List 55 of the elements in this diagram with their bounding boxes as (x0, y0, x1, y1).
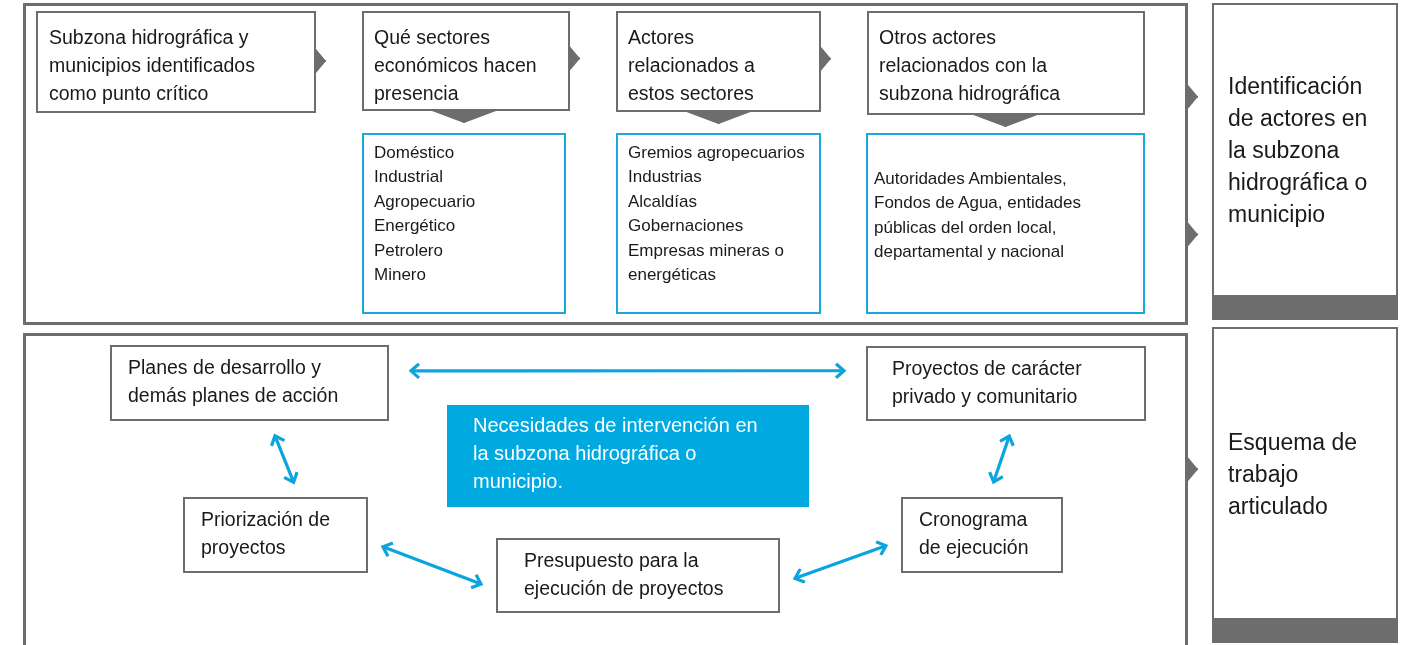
double-arrow (269, 434, 299, 484)
chevron-arrow (432, 110, 496, 124)
chevron-arrow (1187, 222, 1199, 247)
box-text: Identificación de actores en la subzona hidrográfica o municipio (1228, 72, 1369, 229)
double-arrow (988, 434, 1015, 484)
process-box (183, 497, 368, 573)
box-text: Autoridades Ambientales, Fondos de Agua, entidades públicas del orden local, departamental y nacional (874, 168, 1082, 264)
process-box (496, 538, 780, 613)
box-text: Necesidades de intervención en la subzona hidrográfica o municipio. (473, 413, 759, 494)
box-text: Cronograma de ejecución (919, 507, 1030, 560)
box-text: Proyectos de carácter privado y comunitario (892, 356, 1083, 409)
box-text: Esquema de trabajo articulado (1228, 427, 1359, 521)
list-box (866, 133, 1145, 314)
box-text: Qué sectores económicos hacen presencia (374, 25, 538, 106)
chevron-arrow (1187, 84, 1199, 109)
process-box (866, 346, 1146, 421)
chevron-arrow (1187, 457, 1199, 482)
panel-frame (23, 3, 1188, 325)
box-text: Actores relacionados a estos sectores (628, 25, 756, 106)
list-item: Minero (374, 264, 427, 287)
double-arrow (793, 540, 888, 584)
process-box (901, 497, 1063, 573)
double-arrow (409, 362, 846, 380)
process-box (867, 11, 1145, 115)
chevron-arrow (686, 111, 751, 125)
list-item: Empresas mineras o energéticas (628, 239, 785, 287)
list-item: Agropecuario (374, 190, 477, 213)
chevron-arrow (820, 46, 832, 71)
box-text: Subzona hidrográfica y municipios identificados como punto crítico (49, 25, 256, 106)
list-item: Gremios agropecuarios (628, 142, 806, 164)
summary-box (1212, 3, 1398, 320)
double-arrow (381, 541, 483, 590)
box-text: Planes de desarrollo y demás planes de acción (128, 355, 340, 408)
highlight-box (447, 405, 809, 507)
process-box (616, 11, 821, 112)
summary-box (1212, 327, 1398, 643)
list-item: Doméstico (374, 142, 456, 164)
box-text: Priorización de proyectos (201, 507, 331, 560)
list-item: Industrias (628, 166, 703, 189)
process-box (110, 345, 389, 421)
chevron-arrow (973, 114, 1038, 128)
list-item: Petrolero (374, 239, 444, 262)
box-text: Presupuesto para la ejecución de proyectos (524, 548, 725, 601)
process-box (36, 11, 316, 113)
chevron-arrow (315, 49, 327, 73)
list-box (362, 133, 566, 314)
list-box (616, 133, 821, 314)
box-text: Otros actores relacionados con la subzona hidrográfica (879, 25, 1062, 106)
list-item: Industrial (374, 166, 444, 189)
chevron-arrow (569, 46, 581, 71)
panel-frame (23, 333, 1188, 645)
list-item: Gobernaciones (628, 215, 745, 238)
list-item: Alcaldías (628, 190, 698, 213)
list-item: Energético (374, 215, 457, 238)
process-box (362, 11, 570, 111)
